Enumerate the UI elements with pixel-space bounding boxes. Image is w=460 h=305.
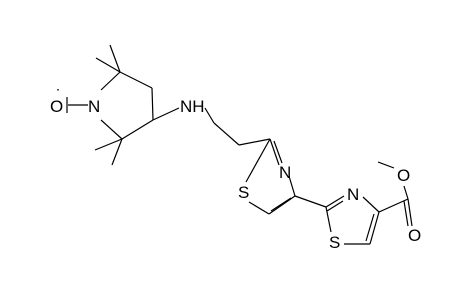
thiazole-ring-a [245,138,296,215]
hydroxyl-oxygen-label: O [50,97,63,116]
bond [288,175,296,197]
double-bond-inner [270,197,292,212]
thiazole-b-sulfur-label: S [329,233,340,252]
methoxy-bond [377,161,395,169]
thiazole-a-sulfur-label: S [238,183,249,202]
bond [245,138,271,183]
radical-dot: ˙ [56,86,62,105]
bond [121,119,154,140]
methyl-ester-group [377,161,413,227]
methyl-bond [109,44,121,73]
amine-to-ethyl-bond [204,107,215,124]
bond [369,211,380,245]
bond [268,195,296,215]
bond [362,196,380,213]
thiazole-ring-b [325,195,380,245]
bond [325,195,345,208]
tempo-piperidine-ring [100,71,154,140]
ethyl-to-thiazole-bond [238,138,271,146]
bond [100,71,121,91]
carbonyl-oxygen-label: O [408,226,421,245]
bond [325,206,332,233]
carbonyl-bond-inner [403,200,409,227]
ethyl-bond [213,122,240,146]
methyl-bond [94,138,123,151]
thiazole-b-nitrogen-label: N [347,185,359,204]
bond [269,138,280,166]
bond [248,201,270,215]
ester-bond [403,185,409,200]
ring-to-amine-bond [152,107,180,121]
gem-dimethyl-lower [94,138,123,166]
methyl-bond [95,57,121,73]
ester-oxygen-label: O [397,166,410,185]
carbonyl-bond [407,198,413,227]
bond [100,119,123,140]
bond [119,71,153,89]
methyl-bond [111,138,123,166]
double-bond-inner [273,140,283,164]
bond [378,198,409,213]
bithiazole-link-bond [294,195,327,208]
gem-dimethyl-upper [95,44,121,73]
piperidine-nitrogen-label: N [88,97,100,116]
double-bond-inner [365,213,375,242]
thiazole-a-nitrogen-label: N [279,163,291,182]
bond [151,87,154,121]
double-bond-inner [326,200,344,212]
amine-label: NH [180,97,205,116]
